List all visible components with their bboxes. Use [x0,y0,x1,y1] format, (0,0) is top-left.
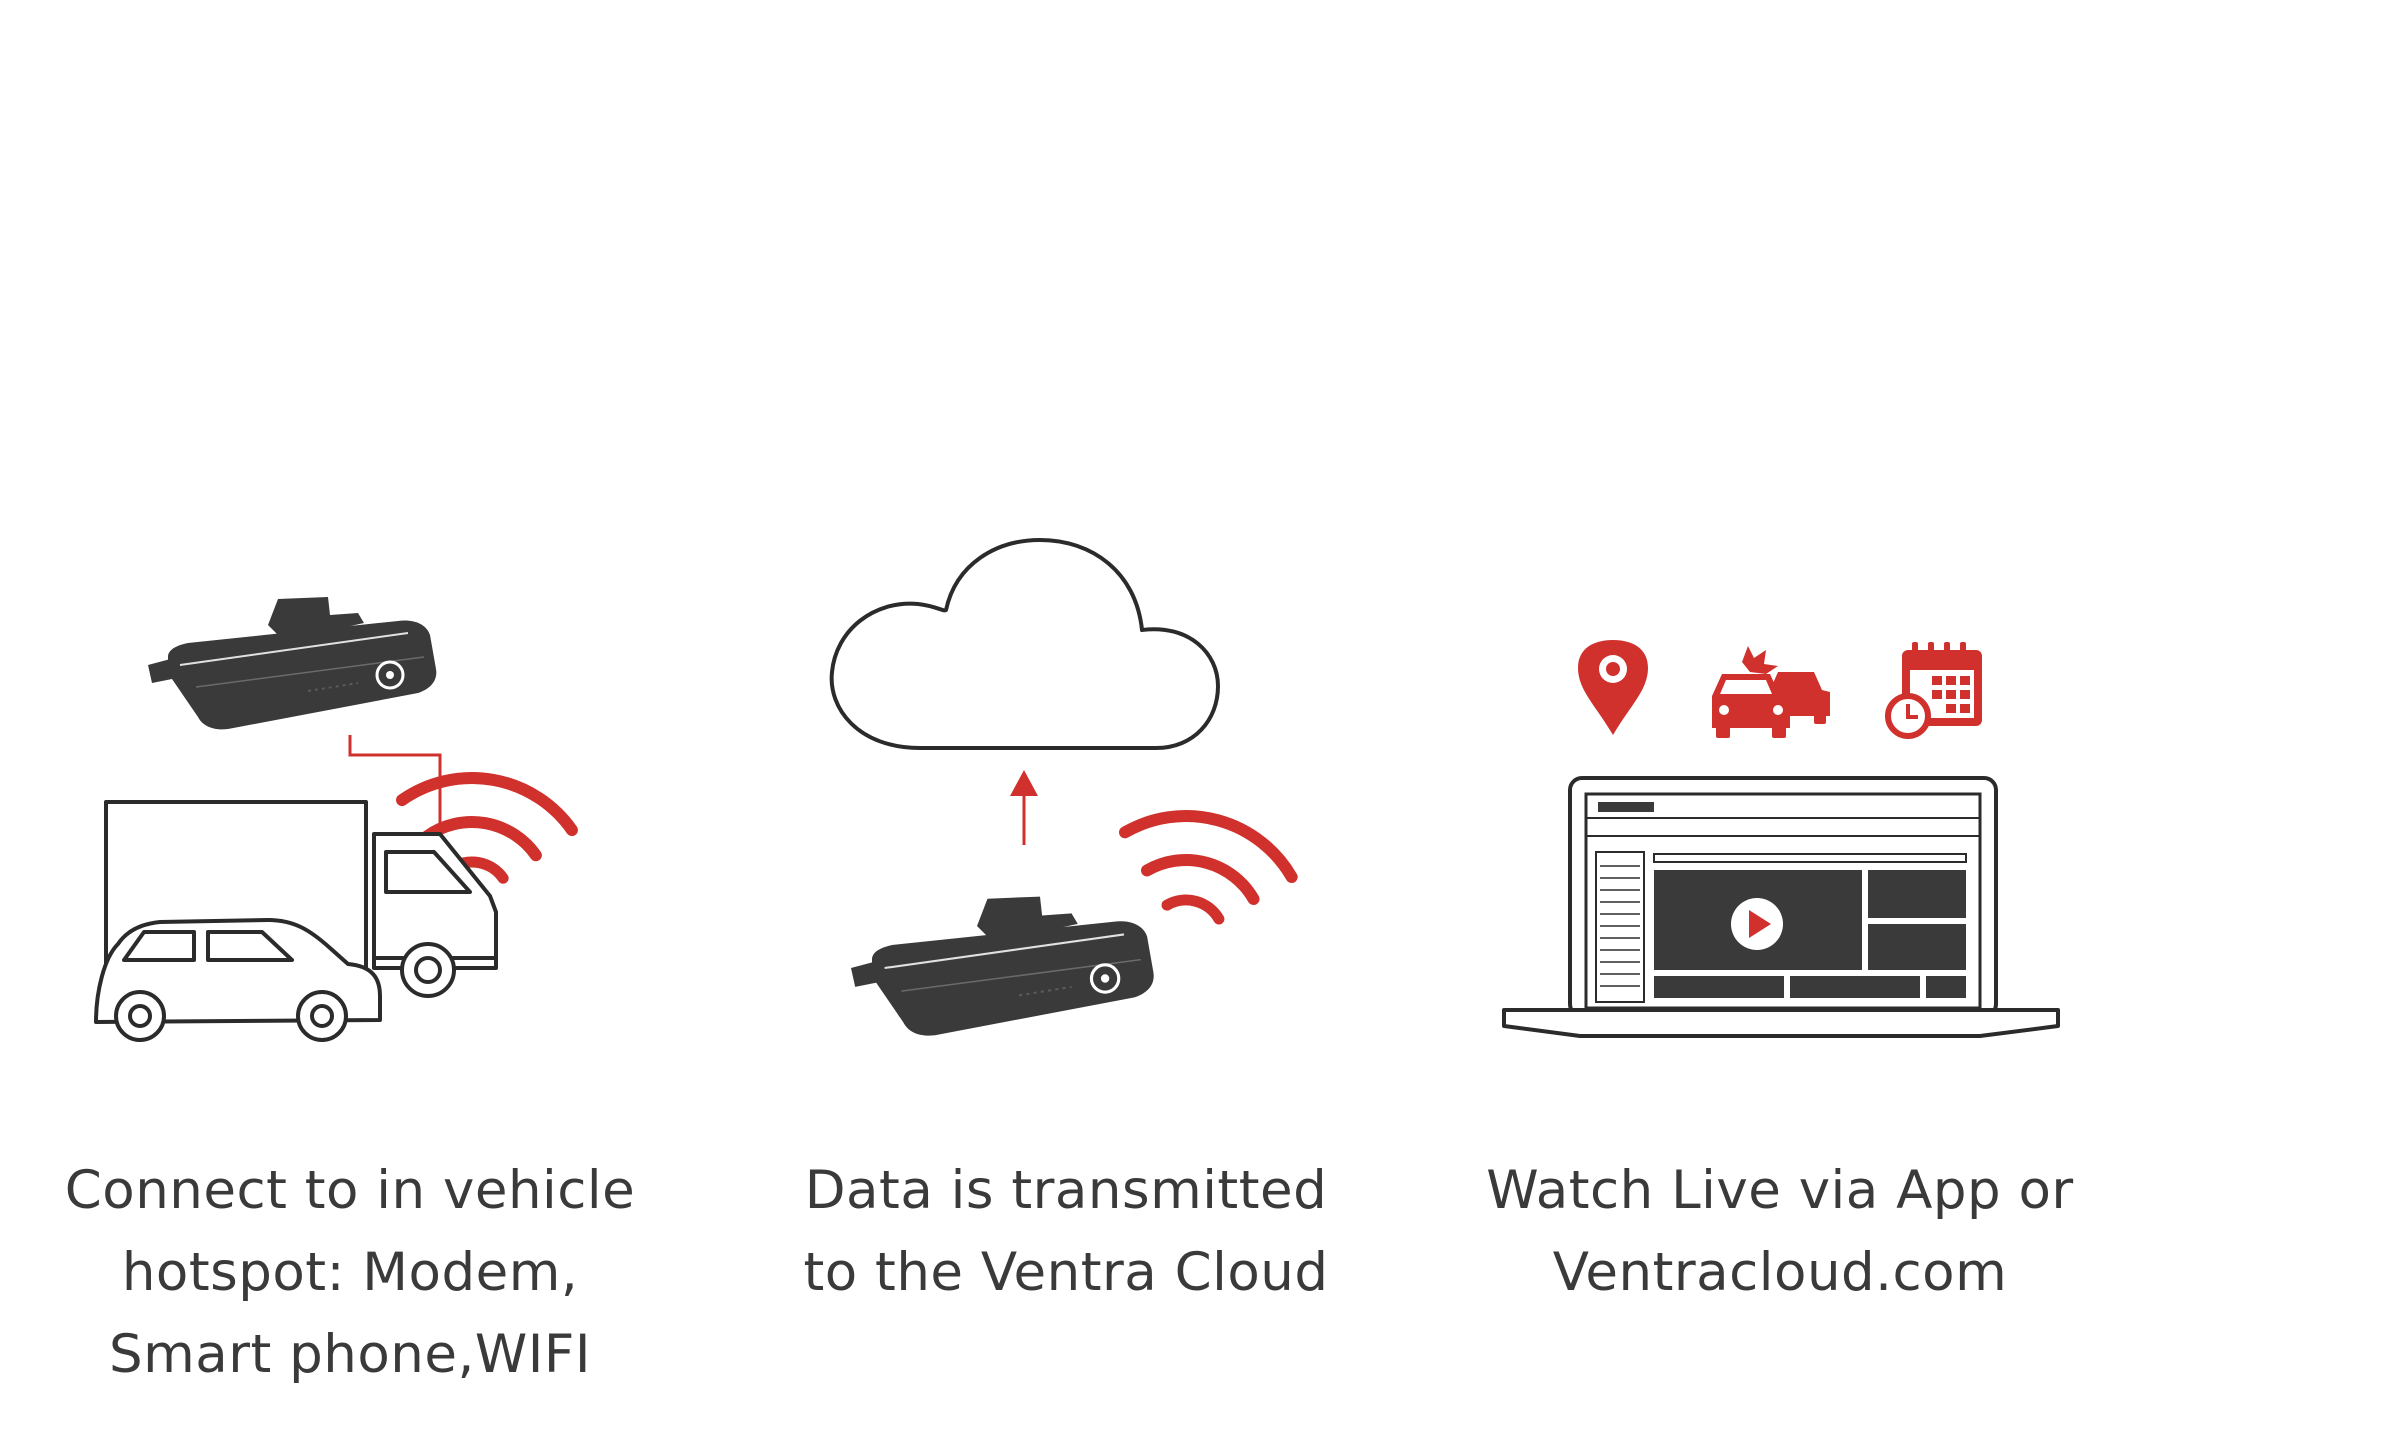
calendar-clock-icon [1885,642,1982,739]
step3-caption-line1: Watch Live via App or [1486,1160,2074,1221]
car-collision-icon [1712,646,1830,738]
step2-caption: Data is transmitted to the Ventra Cloud [716,1150,1416,1314]
step2-caption-line2: to the Ventra Cloud [803,1242,1329,1303]
dashcam-device-icon [146,595,438,731]
step1-caption-line1: Connect to in vehicle [64,1160,636,1221]
step1-caption-line2: hotspot: Modem, [121,1242,579,1303]
wifi-signal-icon [1125,771,1292,938]
step3-illustration [1502,640,2060,1038]
play-icon[interactable] [1731,898,1783,950]
step1-caption-line3: Smart phone,WIFI [108,1324,592,1385]
location-pin-icon [1578,640,1648,735]
upload-arrow-icon [1010,770,1038,845]
connection-line [348,735,442,848]
step1-illustration [94,595,572,1042]
dashcam-device-icon [849,895,1156,1038]
step3-caption: Watch Live via App or Ventracloud.com [1430,1150,2130,1314]
step3-caption-line2: Ventracloud.com [1552,1242,2008,1303]
step2-illustration [829,538,1292,1038]
step2-caption-line1: Data is transmitted [804,1160,1328,1221]
laptop-icon [1502,776,2060,1038]
car-icon [94,918,382,1042]
step1-caption: Connect to in vehicle hotspot: Modem, Sm… [0,1150,700,1396]
cloud-icon [829,538,1220,750]
